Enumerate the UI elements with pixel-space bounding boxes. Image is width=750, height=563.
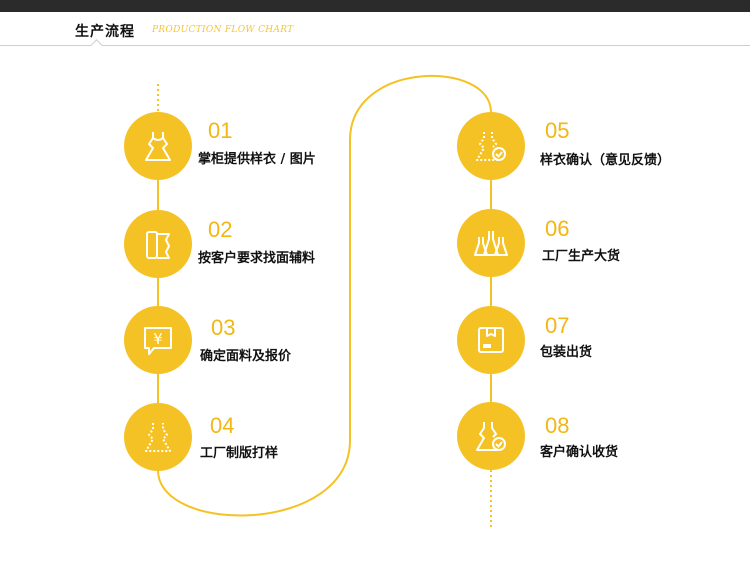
step-07-label: 包装出货 xyxy=(540,345,593,360)
step-04-label: 工厂制版打样 xyxy=(200,446,279,461)
step-04-number: 04 xyxy=(210,413,235,438)
top-bar xyxy=(0,0,750,12)
step-06-label: 工厂生产大货 xyxy=(542,249,621,264)
step-02-label: 按客户要求找面辅料 xyxy=(198,251,316,266)
dresses-icon xyxy=(474,231,508,256)
step-01-number: 01 xyxy=(208,118,233,143)
section-subtitle: PRODUCTION FLOW CHART xyxy=(152,25,294,35)
fabric-roll-icon xyxy=(146,231,170,259)
step-05-number: 05 xyxy=(545,118,570,143)
dress-check-icon xyxy=(476,132,506,161)
package-icon xyxy=(478,327,504,353)
step-08-label: 客户确认收货 xyxy=(540,445,619,460)
dress-icon xyxy=(145,132,171,161)
step-03-node: ¥ xyxy=(124,306,192,374)
dress-received-icon xyxy=(476,422,506,451)
step-01-node xyxy=(124,112,192,180)
step-06-node xyxy=(457,209,525,277)
section-title: 生产流程 xyxy=(75,24,135,40)
step-03-number: 03 xyxy=(211,315,236,340)
step-07-number: 07 xyxy=(545,313,570,338)
step-03-label: 确定面料及报价 xyxy=(200,349,292,364)
step-06-number: 06 xyxy=(545,216,570,241)
yuan-price-icon: ¥ xyxy=(144,327,172,355)
step-08-number: 08 xyxy=(545,413,570,438)
section-header: 生产流程 PRODUCTION FLOW CHART xyxy=(0,12,750,52)
step-01-label: 掌柜提供样衣 / 图片 xyxy=(198,152,316,167)
step-04-node xyxy=(124,403,192,471)
header-divider xyxy=(0,45,750,46)
svg-text:¥: ¥ xyxy=(153,330,163,348)
step-07-node xyxy=(457,306,525,374)
step-05-label: 样衣确认（意见反馈） xyxy=(540,153,671,168)
step-05-node xyxy=(457,112,525,180)
dress-pattern-icon xyxy=(145,423,171,452)
step-08-node xyxy=(457,402,525,470)
step-02-node xyxy=(124,210,192,278)
step-02-number: 02 xyxy=(208,217,233,242)
